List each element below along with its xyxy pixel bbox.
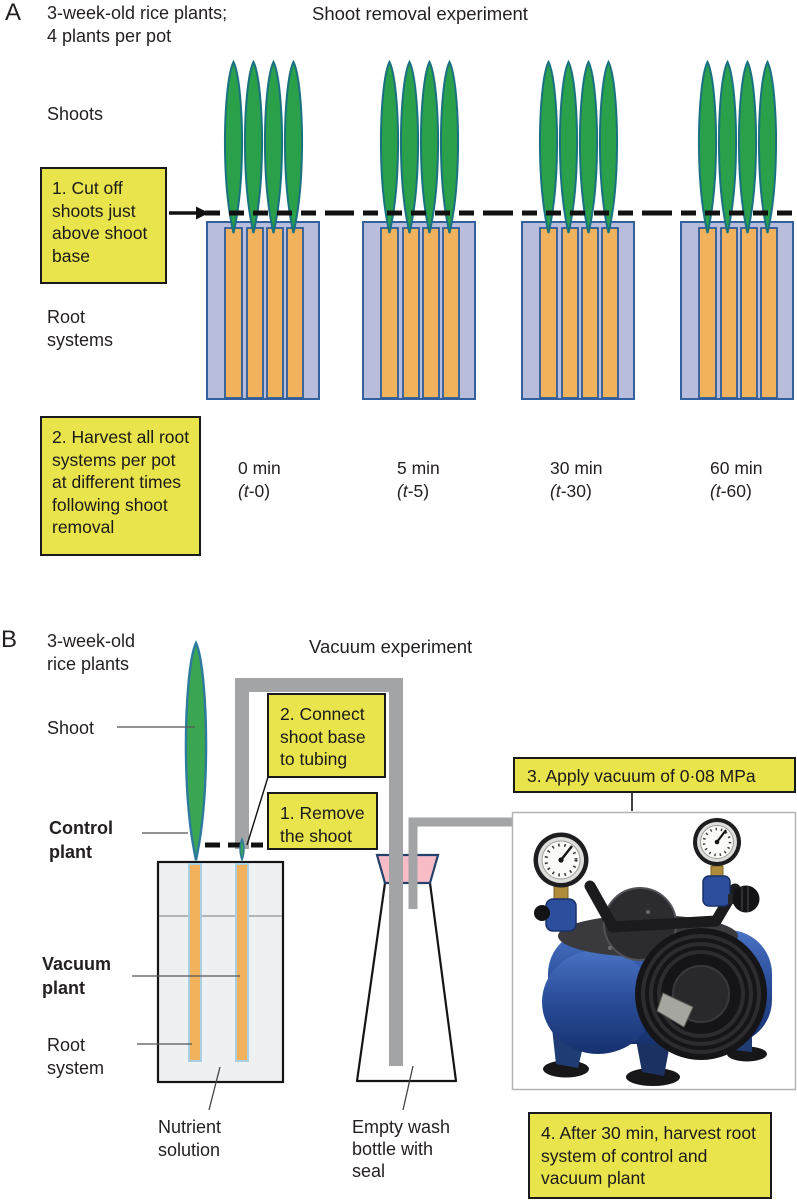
time-min: 5 min (397, 458, 440, 478)
note-after-harvest: 4. After 30 min, harvest root system of … (528, 1112, 772, 1199)
pump-cylinder (635, 928, 767, 1060)
vacuum-plant-label: Vacuum plant (42, 954, 112, 998)
time-label-2: 30 min (t-30) (550, 457, 603, 503)
time-t: (t-0) (238, 481, 271, 501)
time-label-3: 60 min (t-60) (710, 457, 763, 503)
wash-bottle-label: Empty wash bottle with seal (352, 1117, 451, 1181)
time-min: 30 min (550, 458, 603, 478)
time-min: 60 min (710, 458, 763, 478)
shoot-label: Shoot (47, 718, 95, 738)
time-label-0: 0 min (t-0) (238, 457, 281, 503)
control-plant-root (188, 863, 202, 1062)
control-plant-label: Control plant (49, 818, 113, 862)
tubing-bottle-to-pump (408, 817, 514, 909)
note-remove-shoot: 1. Remove the shoot (267, 792, 378, 850)
connect-box-pointer-line (246, 776, 269, 846)
vacuum-pump-illustration (533, 818, 772, 1086)
wash-bottle (355, 882, 458, 1083)
nutrient-container (156, 860, 285, 1084)
pot-assembly-2 (363, 62, 475, 399)
vacuum-plant-shoot-stub (239, 837, 245, 863)
cut-arrow-icon (169, 206, 209, 220)
panel-b-subject: 3-week-old rice plants (47, 631, 136, 674)
time-min: 0 min (238, 458, 281, 478)
pressure-gauge-left (533, 832, 589, 932)
note-apply-vacuum: 3. Apply vacuum of 0·08 MPa (513, 757, 796, 793)
bottle-seal-stopper (375, 853, 440, 885)
root-systems-label: Root systems (47, 307, 114, 350)
pot-assembly-1 (207, 62, 319, 399)
time-t: (t-60) (710, 481, 752, 501)
pot-assembly-4 (681, 62, 793, 399)
note-harvest-roots: 2. Harvest all root systems per pot at d… (40, 416, 201, 556)
panel-a-title: Shoot removal experiment (312, 3, 528, 24)
tubing-shoot-to-bottle (235, 678, 403, 1066)
shoots-label: Shoots (47, 104, 104, 124)
bottle-pointer-line (402, 1065, 414, 1111)
note-connect-tubing: 2. Connect shoot base to tubing (267, 693, 386, 778)
note-cut-shoots: 1. Cut off shoots just above shoot base (40, 167, 167, 284)
nutrient-solution-label: Nutrient solution (158, 1117, 222, 1160)
panel-a-letter: A (5, 0, 22, 26)
time-t: (t-5) (397, 481, 430, 501)
pot-assembly-3 (522, 62, 634, 399)
panel-b-letter: B (1, 626, 18, 653)
nutrient-pointer-line (208, 1066, 221, 1111)
root-system-label: Root system (47, 1035, 105, 1078)
control-plant-shoot (184, 641, 208, 862)
vacuum-plant-root (235, 863, 249, 1062)
time-label-1: 5 min (t-5) (397, 457, 440, 503)
time-t: (t-30) (550, 481, 592, 501)
panel-a-subject: 3-week-old rice plants; 4 plants per pot (47, 3, 228, 46)
pressure-gauge-right (693, 818, 760, 913)
panel-b-title: Vacuum experiment (309, 636, 473, 657)
